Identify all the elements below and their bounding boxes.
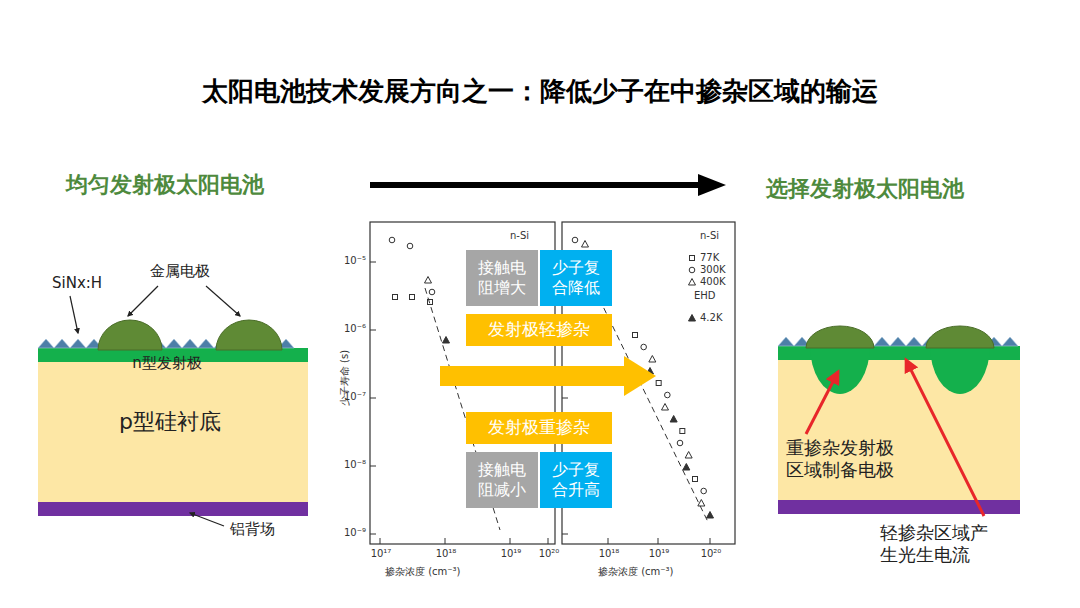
callout-label: SiNx:H — [52, 274, 132, 292]
box-text: 少子复合升高 — [546, 460, 606, 500]
axis-label: 10¹⁸ — [431, 548, 461, 560]
recombination-box: 少子复合升高 — [540, 452, 612, 508]
axis-label: 10¹⁹ — [496, 548, 526, 560]
recombination-box: 少子复合降低 — [540, 250, 612, 306]
axis-label: 10⁻⁵ — [332, 255, 366, 267]
emitter-layer: n型发射极 — [112, 350, 222, 377]
contact-resistance-box: 接触电阻减小 — [466, 452, 538, 508]
box-text: n型发射极 — [132, 354, 202, 373]
axis-label: 少子寿命 (s) — [339, 333, 351, 423]
callout-label: n-Si — [510, 230, 550, 242]
axis-label: 10²⁰ — [534, 548, 564, 560]
axis-label: 10¹⁷ — [366, 548, 396, 560]
axis-label: 10⁻⁷ — [332, 391, 366, 403]
callout-label: 金属电极 — [150, 262, 240, 280]
contact-resistance-box: 接触电阻增大 — [466, 250, 538, 306]
axis-label: 10²⁰ — [696, 548, 726, 560]
axis-label: 10⁻⁹ — [332, 527, 366, 539]
axis-label: 10⁻⁶ — [332, 323, 366, 335]
doping-box: 发射极重掺杂 — [466, 412, 612, 444]
callout-label: EHD — [694, 290, 730, 302]
box-text: 少子复合降低 — [546, 258, 606, 298]
axis-label: 掺杂浓度 (cm⁻³) — [598, 566, 708, 578]
slide-title: 太阳电池技术发展方向之一：降低少子在中掺杂区域的输运 — [0, 76, 1080, 107]
axis-label: 10¹⁸ — [594, 548, 624, 560]
callout-label: n-Si — [700, 230, 734, 242]
leader-lines — [70, 286, 240, 526]
lifetime-plots — [370, 222, 735, 544]
axis-label: 掺杂浓度 (cm⁻³) — [385, 566, 495, 578]
legend-entry: 77K — [700, 252, 719, 264]
legend-entry: 400K — [700, 276, 726, 288]
doping-box: 发射极轻掺杂 — [466, 314, 612, 346]
section-heading: 选择发射极太阳电池 — [766, 176, 1046, 202]
selective-emitter-cell — [778, 326, 1020, 514]
progress-arrow — [370, 174, 726, 196]
callout-label: 轻掺杂区域产生光生电流 — [880, 522, 998, 565]
section-heading: 均匀发射极太阳电池 — [66, 172, 326, 198]
legend-entry: 300K — [700, 264, 726, 276]
axis-label: 10⁻⁸ — [332, 459, 366, 471]
doping-arrow — [440, 356, 656, 396]
substrate: p型硅衬底 — [70, 402, 270, 442]
legend-entry: 4.2K — [700, 312, 722, 324]
box-text: 发射极轻掺杂 — [488, 319, 590, 340]
box-text: 发射极重掺杂 — [488, 417, 590, 438]
axis-label: 10¹⁹ — [644, 548, 674, 560]
callout-label: 重掺杂发射极区域制备电极 — [786, 437, 904, 480]
box-text: p型硅衬底 — [119, 408, 221, 436]
callout-label: 铝背场 — [230, 520, 300, 538]
homogeneous-emitter-cell — [38, 320, 308, 516]
box-text: 接触电阻减小 — [472, 460, 532, 500]
box-text: 接触电阻增大 — [472, 258, 532, 298]
